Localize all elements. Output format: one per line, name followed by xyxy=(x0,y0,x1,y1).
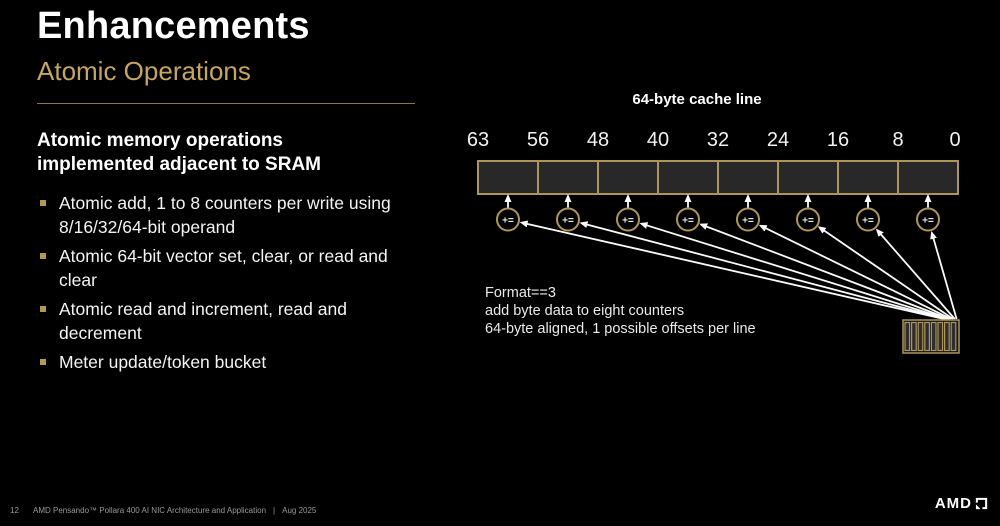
list-item: Atomic read and increment, read and decr… xyxy=(37,297,452,345)
bullet-square-icon xyxy=(40,253,46,259)
plus-equals-label: += xyxy=(802,216,814,227)
accumulator-circle xyxy=(556,207,580,232)
bullet-text: Atomic add, 1 to 8 counters per write us… xyxy=(59,193,391,237)
diagram-title: 64-byte cache line xyxy=(632,91,761,108)
cache-cell xyxy=(657,160,719,195)
bit-label: 32 xyxy=(707,129,729,151)
accumulator-circle xyxy=(616,207,640,232)
plus-equals-label: += xyxy=(562,216,574,227)
list-item: Atomic 64-bit vector set, clear, or read… xyxy=(37,244,452,292)
amd-arrow-mark-icon xyxy=(975,497,988,510)
bit-label: 0 xyxy=(949,129,960,151)
footer-separator: | xyxy=(273,506,276,515)
accumulator-circle xyxy=(916,207,940,232)
accumulator-circle xyxy=(496,207,520,232)
cache-cell xyxy=(597,160,659,195)
bullet-list: Atomic add, 1 to 8 counters per write us… xyxy=(37,191,452,379)
bit-label: 63 xyxy=(467,129,489,151)
source-byte-bar xyxy=(917,321,924,352)
footer-text: AMD Pensando™ Pollara 400 AI NIC Archite… xyxy=(33,506,316,515)
source-bytes-box xyxy=(902,319,960,354)
byte-to-counter-line xyxy=(875,228,956,320)
cache-cell xyxy=(717,160,779,195)
byte-to-counter-line xyxy=(817,226,954,320)
page-subtitle: Atomic Operations xyxy=(37,56,251,86)
doc-title: AMD Pensando™ Pollara 400 AI NIC Archite… xyxy=(33,506,267,515)
plus-equals-label: += xyxy=(742,216,754,227)
cache-cell xyxy=(777,160,839,195)
caption-line: 64-byte aligned, 1 possible offsets per … xyxy=(485,320,756,337)
source-byte-bar xyxy=(904,321,911,352)
source-byte-bar xyxy=(937,321,944,352)
plus-equals-label: += xyxy=(862,216,874,227)
accumulator-circle xyxy=(676,207,700,232)
plus-equals-label: += xyxy=(682,216,694,227)
source-byte-bar xyxy=(950,321,957,352)
bullet-text: Atomic 64-bit vector set, clear, or read… xyxy=(59,246,388,290)
bullet-square-icon xyxy=(40,306,46,312)
caption-line: Format==3 xyxy=(485,285,556,301)
bullet-text: Meter update/token bucket xyxy=(59,352,267,372)
amd-logo-text: AMD xyxy=(934,495,972,512)
bit-label: 56 xyxy=(527,129,549,151)
amd-logo: AMD xyxy=(935,495,988,512)
accumulator-circle xyxy=(856,207,880,232)
bit-label: 16 xyxy=(827,129,849,151)
byte-to-counter-line xyxy=(930,230,958,320)
source-byte-bar xyxy=(910,321,917,352)
source-byte-bar xyxy=(924,321,930,352)
list-item: Atomic add, 1 to 8 counters per write us… xyxy=(37,191,452,239)
divider-line xyxy=(37,103,415,104)
diagram-caption: Format==3 add byte data to eight counter… xyxy=(485,285,756,338)
bullet-square-icon xyxy=(40,359,46,365)
bullet-square-icon xyxy=(40,200,46,206)
accumulator-circle xyxy=(796,207,820,232)
bullet-text: Atomic read and increment, read and decr… xyxy=(59,299,347,343)
plus-equals-label: += xyxy=(502,216,514,227)
source-byte-bar xyxy=(943,321,950,352)
caption-line: add byte data to eight counters xyxy=(485,302,685,319)
cache-cell xyxy=(537,160,599,195)
cache-cell xyxy=(897,160,959,195)
page-number: 12 xyxy=(10,506,19,515)
section-heading: Atomic memory operations implemented adj… xyxy=(37,130,321,175)
bit-label: 24 xyxy=(767,129,789,151)
bit-label: 40 xyxy=(647,129,669,151)
footer-date: Aug 2025 xyxy=(282,506,317,515)
bit-label: 48 xyxy=(587,129,609,151)
list-item: Meter update/token bucket xyxy=(37,350,452,374)
plus-equals-label: += xyxy=(622,216,634,227)
plus-equals-label: += xyxy=(922,216,934,227)
accumulator-circle xyxy=(736,207,760,232)
cache-cell xyxy=(837,160,899,195)
page-title: Enhancements xyxy=(37,5,310,47)
cache-cell xyxy=(477,160,539,195)
byte-to-counter-line xyxy=(758,224,952,320)
source-byte-bar xyxy=(930,321,937,352)
bit-label: 8 xyxy=(892,129,903,151)
